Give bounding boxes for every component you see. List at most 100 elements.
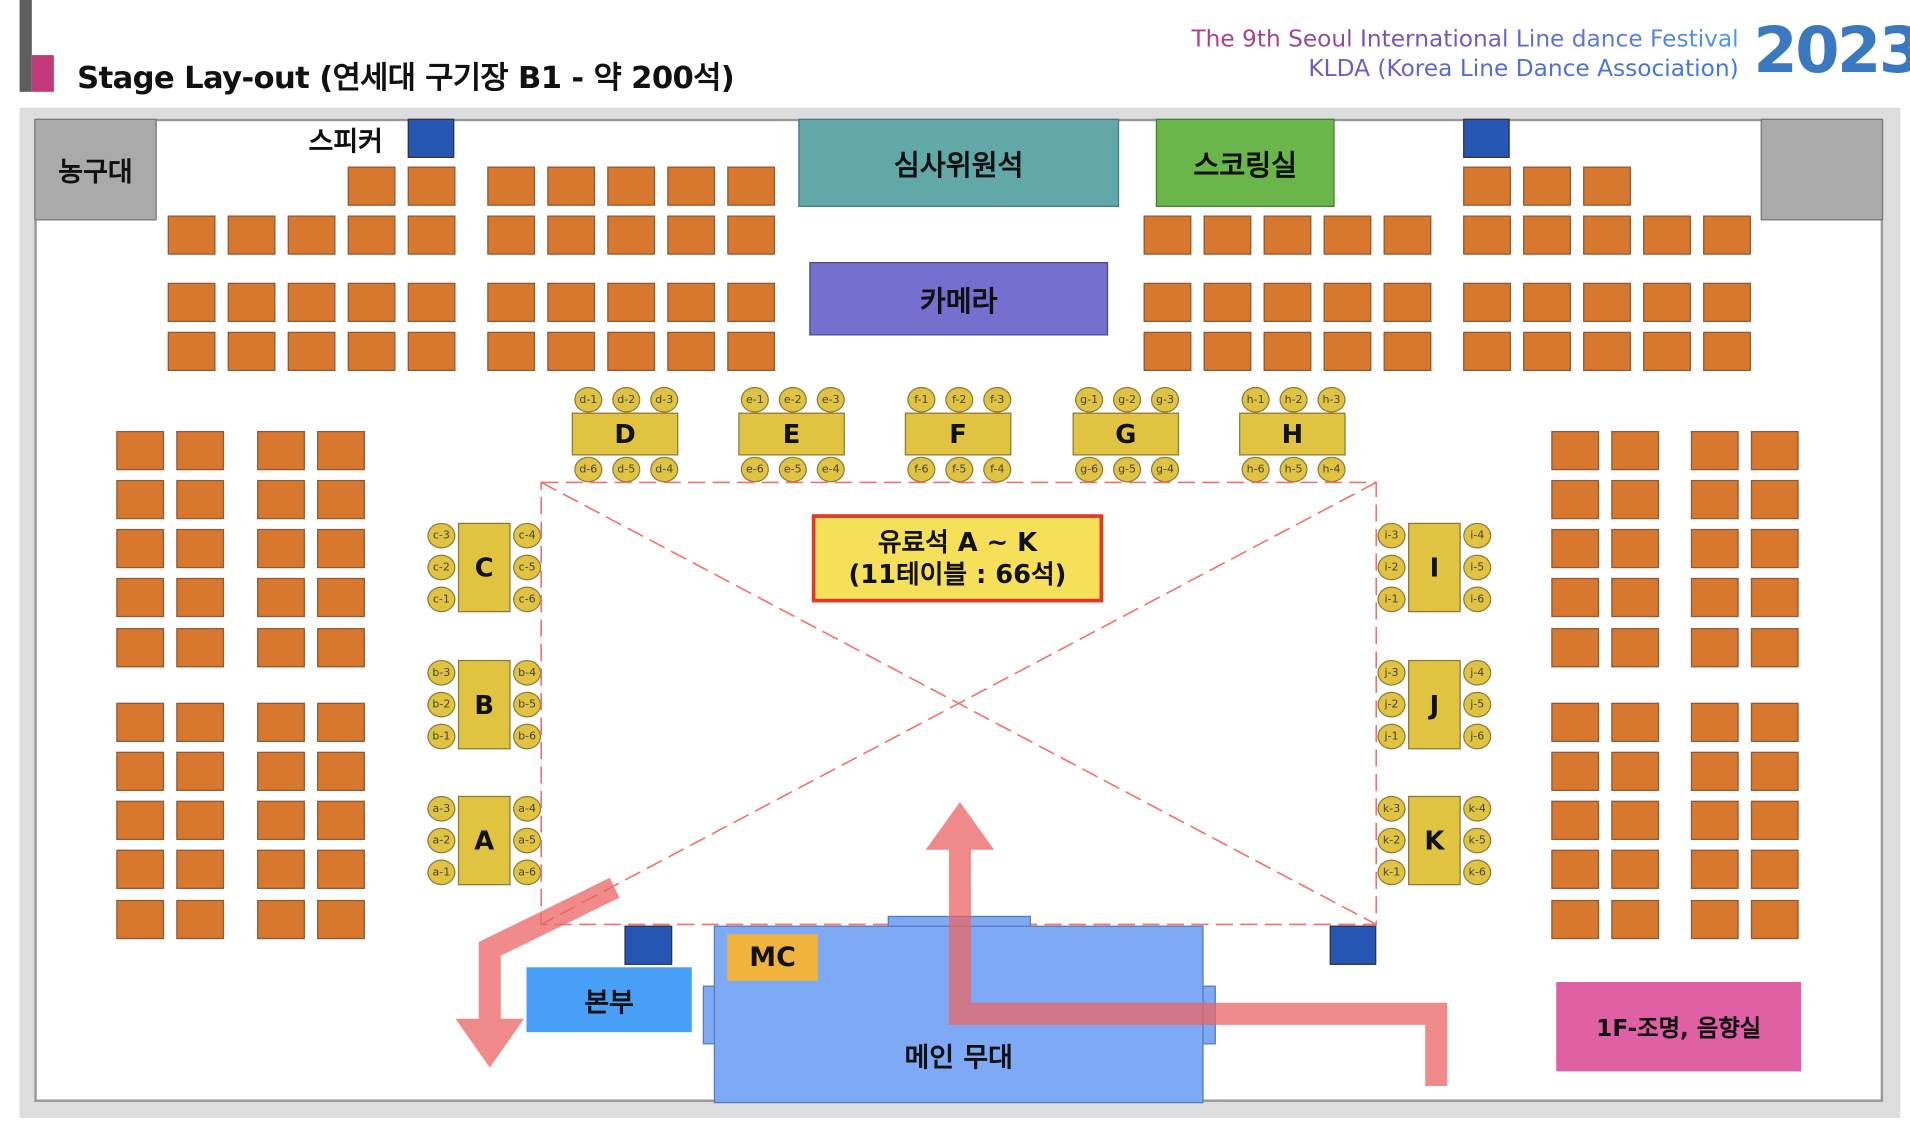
lighting-sound-room: 1F-조명, 음향실 bbox=[1556, 981, 1802, 1072]
chair: h-2 bbox=[1279, 386, 1308, 413]
chair: k-5 bbox=[1463, 827, 1492, 854]
seat-block bbox=[547, 331, 596, 371]
chair: i-4 bbox=[1463, 522, 1492, 549]
seat-block bbox=[1750, 479, 1799, 520]
seat-block bbox=[1690, 430, 1739, 471]
chair: e-1 bbox=[740, 386, 769, 413]
chair: a-1 bbox=[427, 859, 456, 886]
seat-block bbox=[1611, 628, 1660, 668]
judges-label: 심사위원석 bbox=[893, 150, 1024, 183]
chair: c-6 bbox=[513, 586, 542, 613]
chair: b-4 bbox=[513, 659, 542, 686]
seat-block bbox=[1643, 331, 1691, 371]
headquarters-label: 본부 bbox=[584, 987, 634, 1019]
chair: j-6 bbox=[1463, 723, 1492, 750]
chair: a-6 bbox=[513, 859, 542, 886]
chair: f-2 bbox=[945, 386, 974, 413]
seat-block bbox=[116, 628, 165, 668]
seat-block bbox=[116, 899, 165, 940]
basketball-hoop-left: 농구대 bbox=[34, 118, 157, 221]
chair: j-1 bbox=[1377, 723, 1406, 750]
seat-block bbox=[176, 628, 225, 668]
chair: i-6 bbox=[1463, 586, 1492, 613]
seat-block bbox=[487, 331, 536, 371]
chair: a-3 bbox=[427, 795, 456, 822]
seat-block bbox=[1750, 702, 1799, 742]
seat-block bbox=[1551, 800, 1600, 840]
seat-block bbox=[1611, 479, 1660, 520]
seat-block bbox=[1690, 751, 1739, 791]
seat-block bbox=[1463, 215, 1511, 255]
seat-block bbox=[116, 430, 165, 471]
header-bar bbox=[19, 0, 32, 92]
seat-block bbox=[1611, 751, 1660, 791]
scoring-room: 스코링실 bbox=[1155, 118, 1335, 207]
seat-block bbox=[1551, 577, 1600, 618]
seat-block bbox=[1463, 331, 1511, 371]
seat-block bbox=[317, 528, 365, 569]
basketball-hoop-right bbox=[1760, 118, 1884, 221]
chair: g-1 bbox=[1075, 386, 1104, 413]
seat-block bbox=[1523, 282, 1571, 323]
chair: h-3 bbox=[1317, 386, 1346, 413]
seat-block bbox=[257, 800, 305, 840]
mc-area: MC bbox=[727, 934, 818, 981]
seat-block bbox=[1551, 899, 1600, 940]
seat-block bbox=[1690, 800, 1739, 840]
seat-block bbox=[317, 849, 365, 889]
seat-block bbox=[1323, 282, 1372, 323]
seat-block bbox=[1143, 215, 1192, 255]
seat-block bbox=[317, 430, 365, 471]
seat-block bbox=[1551, 702, 1600, 742]
seat-block bbox=[407, 215, 456, 255]
seat-block bbox=[1750, 849, 1799, 889]
seat-block bbox=[1263, 331, 1312, 371]
seat-block bbox=[727, 331, 776, 371]
seat-block bbox=[167, 215, 216, 255]
chair: j-2 bbox=[1377, 691, 1406, 718]
seat-block bbox=[257, 430, 305, 471]
seat-block bbox=[1690, 479, 1739, 520]
seat-block bbox=[607, 282, 656, 323]
seat-block bbox=[1551, 479, 1600, 520]
seat-block bbox=[407, 331, 456, 371]
seat-block bbox=[176, 899, 225, 940]
seat-block bbox=[1523, 215, 1571, 255]
camera-area: 카메라 bbox=[809, 262, 1109, 336]
table-j: J bbox=[1408, 659, 1461, 750]
seat-block bbox=[227, 331, 276, 371]
seat-block bbox=[1323, 215, 1372, 255]
seat-block bbox=[1690, 899, 1739, 940]
seat-block bbox=[1611, 899, 1660, 940]
table-f: F bbox=[904, 412, 1012, 456]
seat-block bbox=[116, 577, 165, 618]
seat-block bbox=[1523, 166, 1571, 206]
seat-block bbox=[227, 215, 276, 255]
seat-block bbox=[607, 331, 656, 371]
seat-block bbox=[317, 479, 365, 520]
seat-block bbox=[116, 479, 165, 520]
chair: k-1 bbox=[1377, 859, 1406, 886]
seat-block bbox=[1263, 215, 1312, 255]
seat-block bbox=[257, 528, 305, 569]
seat-block bbox=[176, 479, 225, 520]
camera-label: 카메라 bbox=[919, 286, 998, 319]
paid-seats-count: (11테이블 : 66석) bbox=[848, 559, 1067, 589]
seat-block bbox=[176, 800, 225, 840]
seat-block bbox=[727, 166, 776, 206]
seat-block bbox=[176, 528, 225, 569]
seat-block bbox=[317, 702, 365, 742]
speaker-label: 스피커 bbox=[308, 127, 383, 158]
chair: k-3 bbox=[1377, 795, 1406, 822]
year-label: 2023 bbox=[1753, 14, 1910, 89]
seat-block bbox=[116, 751, 165, 791]
page-title: Stage Lay-out (연세대 구기장 B1 - 약 200석) bbox=[77, 59, 735, 96]
chair: c-2 bbox=[427, 554, 456, 581]
seat-block bbox=[1203, 215, 1252, 255]
seat-block bbox=[257, 849, 305, 889]
seat-block bbox=[257, 702, 305, 742]
chair: b-2 bbox=[427, 691, 456, 718]
seat-block bbox=[1750, 528, 1799, 569]
chair: h-5 bbox=[1279, 456, 1308, 483]
